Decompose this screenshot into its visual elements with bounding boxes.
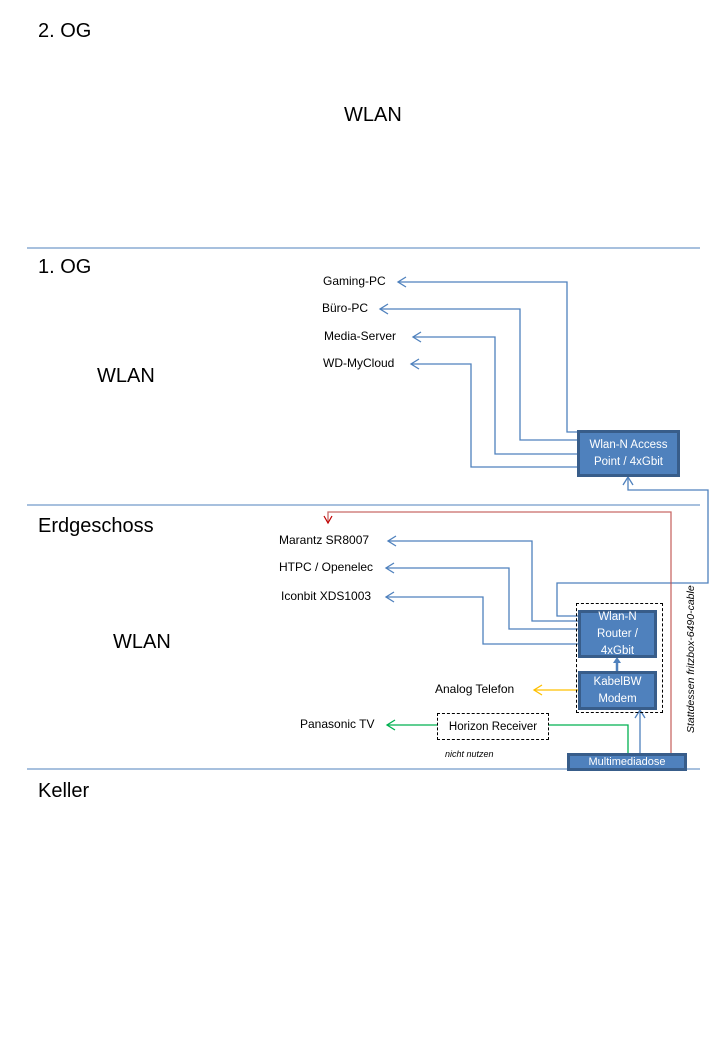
access-point-label-line1: Wlan-N Access: [589, 438, 668, 451]
arrow-replacement: [323, 515, 333, 525]
multimediadose-box: Multimediadose: [567, 753, 687, 771]
arrow-router: [613, 657, 621, 663]
arrow-ap: [622, 475, 634, 486]
link-gaming-pc: [398, 281, 577, 433]
device-analog-phone: Analog Telefon: [435, 682, 515, 696]
device-buero-pc: Büro-PC: [322, 301, 369, 315]
link-wd-mycloud: [411, 363, 577, 468]
arrow-media-server: [411, 331, 422, 343]
device-wd-mycloud: WD-MyCloud: [323, 356, 395, 370]
router-label-line3: 4xGbit: [600, 644, 635, 657]
floor-title-keller: Keller: [38, 780, 90, 802]
modem-label-line1: KabelBW: [593, 675, 642, 688]
modem-box: KabelBW Modem: [578, 671, 657, 710]
arrow-buero-pc: [378, 303, 389, 315]
link-iconbit: [386, 596, 578, 645]
device-panasonic-tv: Panasonic TV: [300, 717, 375, 731]
access-point-box: Wlan-N Access Point / 4xGbit: [577, 430, 680, 477]
wlan-label-2og: WLAN: [344, 104, 402, 126]
multimediadose-label: Multimediadose: [588, 755, 666, 768]
floor-title-eg: Erdgeschoss: [38, 515, 154, 537]
arrow-tv: [385, 719, 396, 731]
replacement-note: Stattdessen fritzbox-6490-cable: [685, 585, 697, 733]
horizon-note: nicht nutzen: [445, 749, 494, 759]
arrow-wd-mycloud: [409, 358, 420, 370]
link-buero-pc: [380, 308, 577, 441]
arrow-htpc: [384, 562, 395, 574]
fritzbox-replacement-group: [576, 603, 663, 713]
arrow-marantz: [386, 535, 397, 547]
modem-label-line2: Modem: [598, 692, 637, 705]
horizon-receiver-box: Horizon Receiver: [437, 713, 549, 740]
device-gaming-pc: Gaming-PC: [323, 274, 386, 288]
arrow-iconbit: [384, 591, 395, 603]
floor-title-2og: 2. OG: [38, 20, 92, 42]
floor-title-1og: 1. OG: [38, 256, 92, 278]
link-router-to-ap: [556, 477, 709, 617]
arrow-gaming-pc: [396, 276, 407, 288]
device-marantz: Marantz SR8007: [279, 533, 370, 547]
link-marantz: [388, 540, 578, 622]
access-point-label-line2: Point / 4xGbit: [593, 455, 664, 468]
arrow-analog-phone: [532, 684, 543, 696]
arrow-modem: [634, 708, 646, 719]
device-iconbit: Iconbit XDS1003: [281, 589, 372, 603]
device-media-server: Media-Server: [324, 329, 397, 343]
device-htpc: HTPC / Openelec: [279, 560, 374, 574]
router-label-line1: Wlan-N: [598, 610, 637, 623]
link-dose-to-horizon: [548, 724, 629, 754]
router-box: Wlan-N Router / 4xGbit: [578, 610, 657, 658]
link-media-server: [413, 336, 577, 455]
wlan-label-eg: WLAN: [113, 631, 171, 653]
horizon-receiver-label: Horizon Receiver: [448, 720, 538, 733]
link-htpc: [386, 567, 578, 630]
router-label-line2: Router /: [597, 627, 638, 640]
wlan-label-1og: WLAN: [97, 365, 155, 387]
